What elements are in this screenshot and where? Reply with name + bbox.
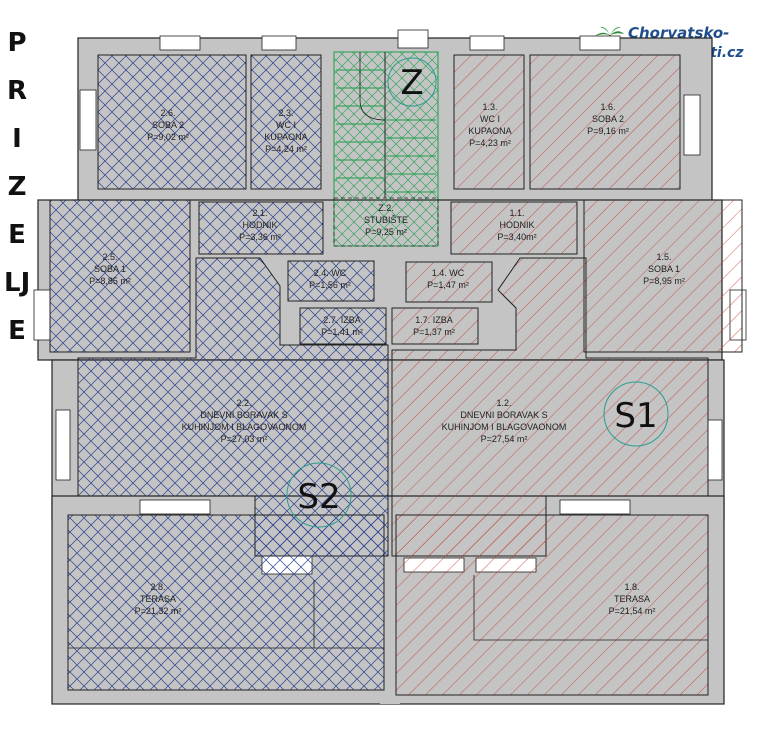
- room-z-2: [333, 51, 439, 247]
- staircase: [333, 51, 439, 247]
- room-name: KUHINJOM I BLAGOVAONOM: [182, 422, 307, 432]
- room-code: 2.5.: [102, 252, 117, 262]
- room-code: 1.5.: [656, 252, 671, 262]
- room-name: TERASA: [140, 594, 176, 604]
- room-name: STUBIŠTE: [364, 215, 408, 225]
- room-area: P=27,03 m²: [221, 434, 268, 444]
- unit-1: [391, 54, 743, 696]
- room-2-6: [97, 54, 247, 190]
- room-area: P=4,24 m²: [265, 144, 307, 154]
- room-2-1: [198, 201, 324, 255]
- room-name: DNEVNI BORAVAK S: [200, 410, 287, 420]
- room-area: P=8,85 m²: [89, 276, 131, 286]
- room-area: P=8,95 m²: [643, 276, 685, 286]
- room-code: 2.1.: [252, 208, 267, 218]
- room-area: P=1,56 m²: [309, 280, 351, 290]
- room-1-8: [395, 514, 709, 696]
- room-2-8: [67, 514, 385, 691]
- stair-marker-circle: [387, 57, 437, 107]
- room-area: P=1,41 m²: [321, 327, 363, 337]
- floor-title-letter: Z: [7, 172, 27, 202]
- unit-1-marker: S1: [614, 396, 657, 436]
- room-name: SOBA 2: [152, 120, 184, 130]
- room-labels: 2.6. SOBA 2 P=9,02 m² 2.3. WC I KUPAONA …: [89, 102, 685, 616]
- room-name: HODNIK: [242, 220, 277, 230]
- room-area: P=9,16 m²: [587, 126, 629, 136]
- room-name: HODNIK: [499, 220, 534, 230]
- room-area: P=9,25 m²: [365, 227, 407, 237]
- unit-2-marker-circle: [286, 462, 352, 528]
- room-1-6: [529, 54, 681, 190]
- room-name: DNEVNI BORAVAK S: [460, 410, 547, 420]
- room-2-5: [49, 199, 191, 353]
- room-1-1: [450, 201, 578, 255]
- room-code: Z.2.: [378, 203, 394, 213]
- room-area: P=4,23 m²: [469, 138, 511, 148]
- floor-title-letter: LJ: [4, 268, 31, 298]
- room-name: TERASA: [614, 594, 650, 604]
- room-area: P=27,54 m²: [481, 434, 528, 444]
- room-area: P=3,40m²: [497, 232, 536, 242]
- room-2-4: [287, 260, 375, 302]
- room-area: P=3,36 m²: [239, 232, 281, 242]
- room-name: SOBA 1: [94, 264, 126, 274]
- unit-1-marker-circle: [603, 381, 669, 447]
- room-1-3: [453, 54, 525, 190]
- room-label: 1.4. WC: [432, 268, 465, 278]
- room-1-7: [391, 307, 479, 345]
- room-area: P=1,37 m²: [413, 327, 455, 337]
- room-code: 2.8.: [150, 582, 165, 592]
- room-2-3: [250, 54, 322, 190]
- floor-title-letter: R: [6, 76, 28, 106]
- room-code: 1.8.: [624, 582, 639, 592]
- room-code: 1.6.: [600, 102, 615, 112]
- room-label: 1.7. IZBA: [415, 315, 453, 325]
- floor-title-letter: E: [8, 316, 26, 346]
- room-name: KUPAONA: [264, 132, 307, 142]
- floor-title-letter: E: [8, 220, 26, 250]
- room-area: P=21,54 m²: [609, 606, 656, 616]
- room-1-5: [583, 199, 743, 353]
- room-area: P=1,47 m²: [427, 280, 469, 290]
- room-code: 2.6.: [160, 108, 175, 118]
- room-code: 1.1.: [509, 208, 524, 218]
- room-area: P=9,02 m²: [147, 132, 189, 142]
- floor-title-letter: I: [12, 124, 22, 154]
- room-name: KUPAONA: [468, 126, 511, 136]
- room-code: 1.3.: [482, 102, 497, 112]
- unit-2: [49, 54, 389, 691]
- room-name: WC I: [480, 114, 500, 124]
- room-area: P=21,32 m²: [135, 606, 182, 616]
- stair-marker: Z: [400, 63, 423, 103]
- floor-title-letter: P: [7, 28, 27, 58]
- room-code: 2.3.: [278, 108, 293, 118]
- unit-markers: Z S1 S2: [286, 57, 669, 528]
- room-code: 2.2.: [236, 398, 251, 408]
- room-2-7: [299, 307, 387, 345]
- room-name: WC I: [276, 120, 296, 130]
- room-label: 2.7. IZBA: [323, 315, 361, 325]
- room-name: KUHINJOM I BLAGOVAONOM: [442, 422, 567, 432]
- room-1-4: [405, 261, 493, 303]
- room-code: 1.2.: [496, 398, 511, 408]
- room-name: SOBA 2: [592, 114, 624, 124]
- unit-2-marker: S2: [297, 477, 340, 517]
- room-name: SOBA 1: [648, 264, 680, 274]
- room-label: 2.4. WC: [314, 268, 347, 278]
